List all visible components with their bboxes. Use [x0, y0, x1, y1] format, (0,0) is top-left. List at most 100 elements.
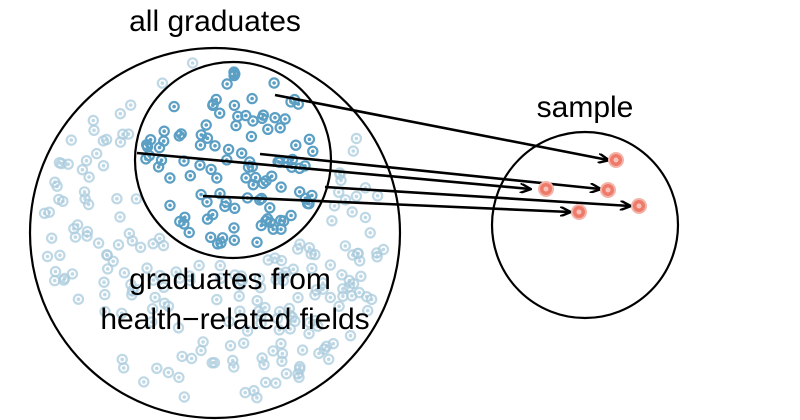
population-point-center	[160, 81, 165, 85]
population-point-center	[103, 309, 107, 314]
population-point-center	[142, 380, 146, 384]
subgroup-point-center	[272, 81, 276, 85]
population-point	[269, 252, 281, 264]
population-point	[116, 307, 128, 319]
subgroup-point-center	[232, 73, 236, 78]
population-point	[359, 211, 372, 224]
population-point	[289, 315, 301, 327]
population-point	[206, 357, 218, 369]
population-point	[97, 159, 110, 172]
population-point-center	[103, 292, 107, 297]
population-point	[336, 269, 348, 281]
population-point-center	[262, 362, 266, 367]
population-point	[158, 297, 171, 309]
subgroup-point	[173, 130, 185, 142]
subgroup-circle	[133, 60, 333, 260]
population-point-center	[284, 270, 288, 275]
subgroup-point-center	[218, 191, 222, 196]
population-point-center	[288, 313, 292, 318]
population-point-center	[260, 356, 264, 360]
subgroup-point-center	[297, 190, 302, 194]
population-point	[46, 232, 58, 244]
population-point	[49, 265, 62, 278]
population-point	[54, 249, 66, 261]
population-point	[90, 147, 103, 160]
population-point	[99, 305, 111, 318]
population-point	[346, 206, 358, 218]
population-point	[347, 145, 359, 157]
population-point-center	[105, 267, 110, 271]
population-point	[98, 276, 110, 288]
population-point-center	[101, 139, 106, 143]
subgroup-point	[211, 172, 223, 184]
population-point-center	[227, 319, 231, 324]
population-point-center	[310, 266, 314, 271]
population-point-center	[313, 252, 317, 257]
subgroup-point	[299, 160, 311, 172]
population-point-center	[263, 305, 267, 310]
population-point-center	[166, 370, 171, 375]
subgroup-point	[221, 78, 233, 90]
population-point	[313, 347, 325, 359]
population-point-center	[277, 271, 282, 276]
population-point-center	[94, 151, 99, 156]
subgroup-point-center	[279, 185, 283, 189]
subgroup-point	[255, 219, 267, 232]
subgroup-point-center	[303, 164, 307, 168]
population-point	[239, 386, 251, 399]
population-point	[377, 243, 390, 256]
subgroup-point	[286, 153, 299, 166]
population-point	[309, 248, 321, 261]
population-point	[76, 163, 89, 176]
population-point-center	[354, 194, 359, 199]
population-point-center	[331, 341, 336, 346]
subgroup-point-center	[281, 219, 286, 223]
subgroup-point-center	[159, 158, 164, 162]
population-point	[214, 259, 226, 272]
subgroup-point	[251, 236, 263, 248]
subgroup-point-center	[244, 176, 248, 180]
population-point-center	[228, 343, 233, 348]
subgroup-label-line2: health−related fields	[100, 303, 370, 336]
subgroup-point-center	[161, 139, 166, 143]
subgroup-point	[269, 111, 281, 124]
subgroup-point	[307, 145, 319, 157]
population-point-center	[339, 178, 343, 183]
population-point	[131, 284, 144, 296]
subgroup-point-center	[246, 165, 251, 169]
population-point	[293, 371, 305, 383]
population-point	[324, 291, 337, 304]
subgroup-point	[216, 232, 229, 244]
population-point-center	[190, 61, 195, 65]
population-point-center	[57, 160, 62, 165]
population-point	[353, 286, 365, 299]
population-point	[350, 190, 363, 203]
subgroup-point	[266, 170, 278, 182]
population-point-center	[215, 297, 219, 302]
population-point-center	[101, 163, 106, 168]
population-point	[130, 193, 143, 205]
subgroup-point-center	[145, 145, 150, 149]
population-point	[193, 259, 205, 272]
population-point	[339, 240, 351, 252]
population-point-center	[375, 254, 379, 259]
subgroup-point-center	[156, 165, 161, 169]
population-point	[224, 340, 237, 352]
subgroup-point	[207, 98, 219, 110]
population-point-center	[66, 162, 70, 166]
subgroup-point	[228, 69, 240, 82]
subgroup-point-center	[188, 173, 193, 178]
population-point-center	[157, 236, 162, 241]
subgroup-point-center	[204, 123, 208, 127]
population-point-center	[197, 263, 201, 268]
subgroup-point-center	[249, 134, 254, 139]
subgroup-point	[214, 187, 226, 200]
population-point-center	[210, 361, 214, 365]
population-point-center	[180, 354, 184, 359]
population-point-center	[297, 367, 302, 371]
subgroup-point-center	[259, 223, 264, 228]
population-point	[53, 156, 66, 169]
subgroup-point	[294, 186, 306, 198]
subgroup-point-center	[205, 217, 210, 221]
